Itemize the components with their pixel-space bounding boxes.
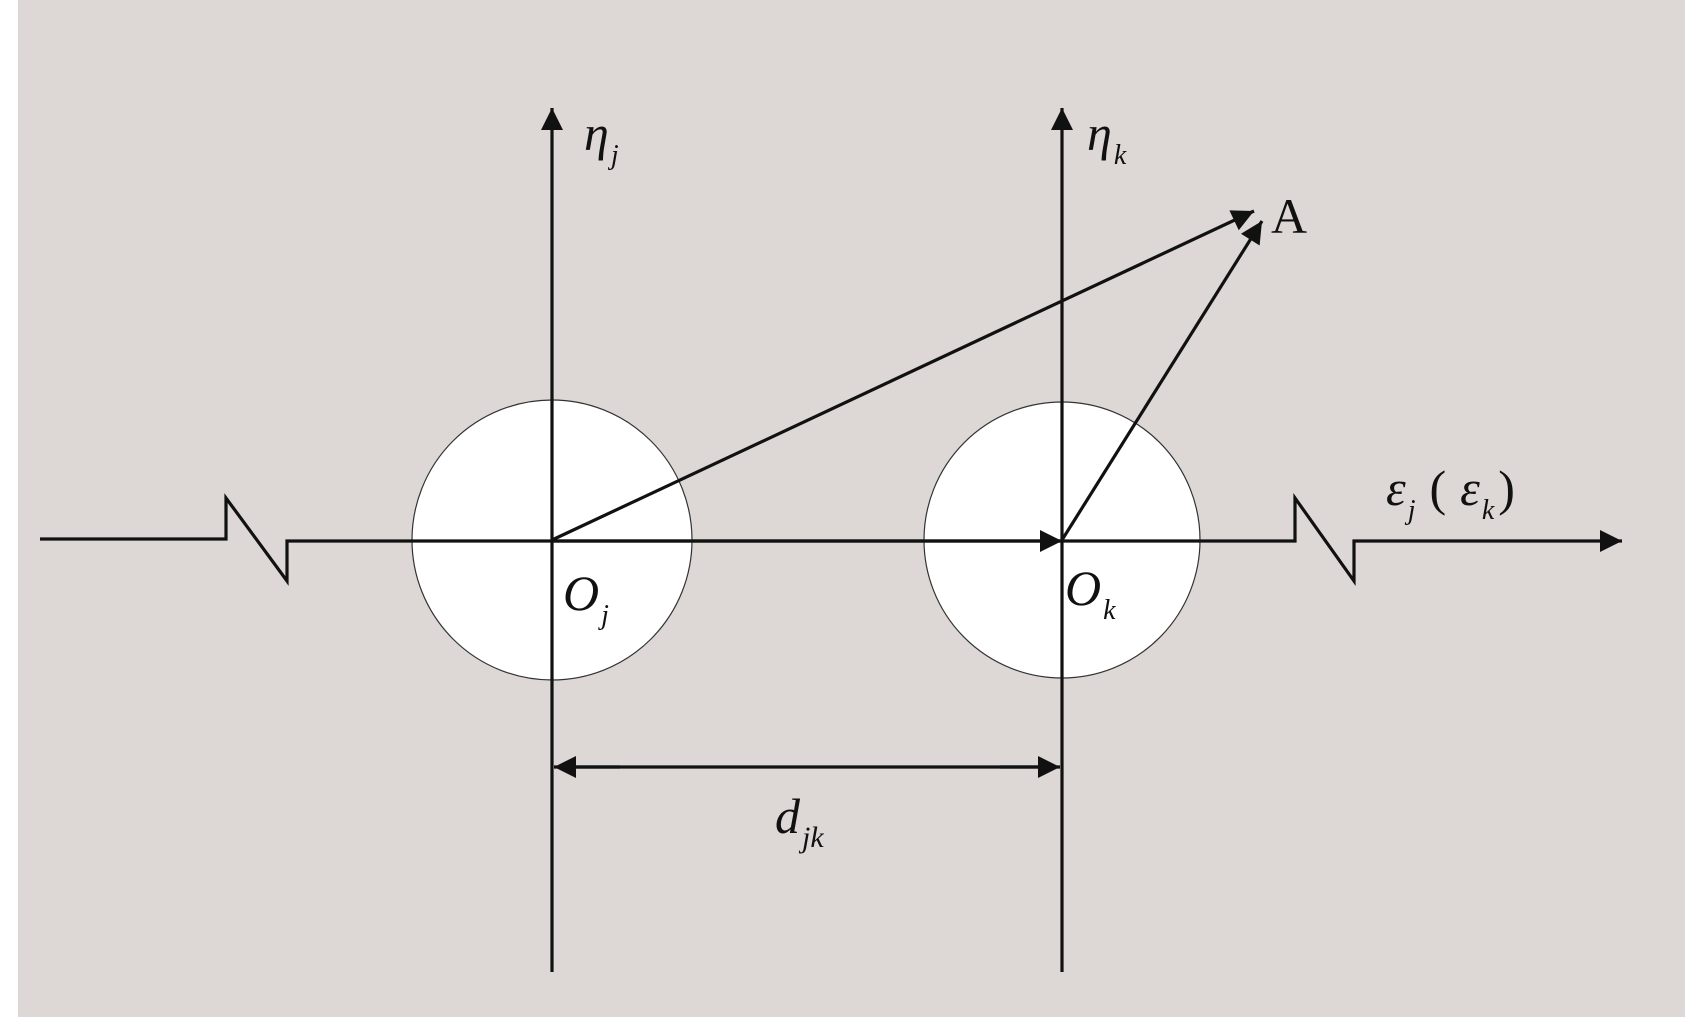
label-eta-k: ηk (1087, 105, 1127, 171)
label-close-paren: ) (1498, 460, 1515, 516)
label-origin-k: Ok (1065, 560, 1116, 626)
label-epsilon-j-sub: j (1405, 495, 1416, 526)
label-eta-j-sub: j (608, 140, 619, 171)
label-origin-j: Oj (563, 565, 609, 631)
vector-oj-a (551, 209, 1255, 542)
label-eta-j-main: η (584, 105, 609, 161)
label-eta-k-main: η (1087, 105, 1112, 161)
label-distance-main: d (775, 788, 801, 844)
label-epsilon-j-main: ε (1386, 460, 1406, 516)
label-eta-j: ηj (584, 105, 619, 171)
label-origin-k-sub: k (1103, 595, 1116, 626)
diagram-panel (18, 0, 1685, 1017)
label-eta-k-sub: k (1114, 140, 1127, 171)
label-point-a: A (1271, 188, 1307, 244)
label-origin-j-main: O (563, 565, 599, 621)
label-epsilon-k-sub: k (1482, 495, 1495, 526)
label-origin-k-main: O (1065, 560, 1101, 616)
label-distance-sub: jk (798, 821, 824, 854)
label-epsilon-k-main: ε (1460, 460, 1480, 516)
label-distance: djk (775, 788, 824, 854)
vector-ok-a (1060, 220, 1264, 541)
label-epsilon-axis: εj(εk) (1386, 460, 1515, 526)
label-open-paren: ( (1429, 460, 1446, 516)
label-origin-j-sub: j (598, 600, 609, 631)
